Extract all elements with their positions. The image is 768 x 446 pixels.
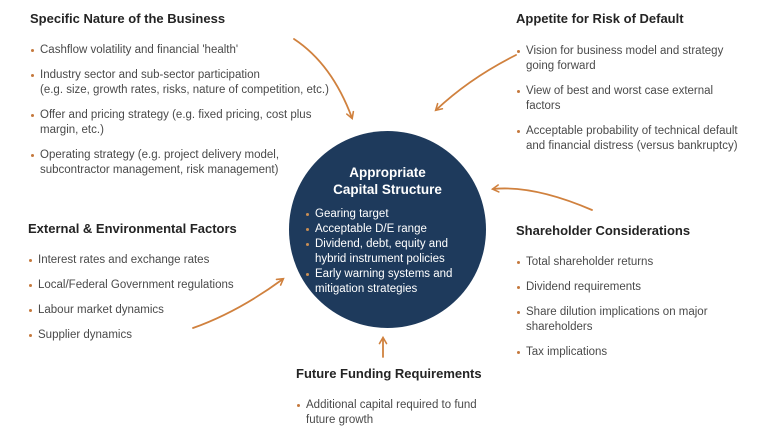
section-external-environmental: External & Environmental Factors Interes… xyxy=(28,221,328,353)
bullet-text: Early warning systems and mitigation str… xyxy=(315,268,453,295)
section-appetite-risk: Appetite for Risk of Default Vision for … xyxy=(516,11,764,164)
list-item: Dividend requirements xyxy=(516,280,764,295)
section-title: Shareholder Considerations xyxy=(516,223,691,238)
list-item: Interest rates and exchange rates xyxy=(28,253,328,268)
bullet-dot xyxy=(31,154,34,157)
section-title: External & Environmental Factors xyxy=(28,221,237,236)
bullet-dot xyxy=(306,228,309,231)
circle-title: Appropriate Capital Structure xyxy=(333,165,442,197)
bullet-text: Cashflow volatility and financial 'healt… xyxy=(40,44,239,56)
bullet-dot xyxy=(297,404,300,407)
bullet-text: Industry sector and sub-sector participa… xyxy=(40,69,329,96)
bullet-text: Acceptable probability of technical defa… xyxy=(526,125,738,152)
list-item: Tax implications xyxy=(516,345,764,360)
bullet-text: Offer and pricing strategy (e.g. fixed p… xyxy=(40,109,312,136)
bullet-dot xyxy=(31,49,34,52)
bullet-text: Interest rates and exchange rates xyxy=(38,254,210,266)
list-item: Offer and pricing strategy (e.g. fixed p… xyxy=(30,108,380,138)
list-item: Total shareholder returns xyxy=(516,255,764,270)
bullet-list: Interest rates and exchange rates Local/… xyxy=(28,253,328,343)
bullet-text: Labour market dynamics xyxy=(38,304,164,316)
section-specific-nature: Specific Nature of the Business Cashflow… xyxy=(30,11,380,188)
bullet-dot xyxy=(517,286,520,289)
bullet-text: Operating strategy (e.g. project deliver… xyxy=(40,149,280,176)
list-item: Additional capital required to fund futu… xyxy=(296,398,551,428)
section-title: Appetite for Risk of Default xyxy=(516,11,684,26)
bullet-text: Dividend, debt, equity and hybrid instru… xyxy=(315,238,448,265)
list-item: Gearing target xyxy=(305,207,475,222)
bullet-text: Dividend requirements xyxy=(526,281,642,293)
arrow-shareholder-to-circle xyxy=(490,184,593,211)
bullet-text: Additional capital required to fund futu… xyxy=(306,399,477,426)
bullet-dot xyxy=(29,259,32,262)
bullet-text: Acceptable D/E range xyxy=(315,223,427,235)
bullet-dot xyxy=(29,334,32,337)
list-item: Labour market dynamics xyxy=(28,303,328,318)
bullet-list: Total shareholder returns Dividend requi… xyxy=(516,255,764,360)
bullet-text: Share dilution implications on major sha… xyxy=(526,306,708,333)
list-item: View of best and worst case external fac… xyxy=(516,84,764,114)
bullet-dot xyxy=(31,114,34,117)
arrow-appetite-risk-to-circle xyxy=(434,54,517,112)
section-title: Future Funding Requirements xyxy=(296,366,482,381)
list-item: Early warning systems and mitigation str… xyxy=(305,267,475,297)
bullet-text: Supplier dynamics xyxy=(38,329,132,341)
bullet-dot xyxy=(306,243,309,246)
bullet-dot xyxy=(517,50,520,53)
bullet-dot xyxy=(517,261,520,264)
bullet-dot xyxy=(31,74,34,77)
list-item: Cashflow volatility and financial 'healt… xyxy=(30,43,380,58)
section-title: Specific Nature of the Business xyxy=(30,11,226,26)
bullet-list: Vision for business model and strategy g… xyxy=(516,44,764,154)
bullet-dot xyxy=(29,284,32,287)
bullet-dot xyxy=(306,213,309,216)
bullet-list: Cashflow volatility and financial 'healt… xyxy=(30,43,380,178)
section-future-funding: Future Funding Requirements Additional c… xyxy=(296,366,551,438)
bullet-dot xyxy=(517,90,520,93)
circle-bullet-list: Gearing target Acceptable D/E range Divi… xyxy=(305,207,475,297)
bullet-dot xyxy=(517,351,520,354)
bullet-text: Total shareholder returns xyxy=(526,256,654,268)
bullet-text: Gearing target xyxy=(315,208,389,220)
list-item: Local/Federal Government regulations xyxy=(28,278,328,293)
central-circle: Appropriate Capital Structure Gearing ta… xyxy=(289,131,486,328)
list-item: Supplier dynamics xyxy=(28,328,328,343)
bullet-text: View of best and worst case external fac… xyxy=(526,85,714,112)
bullet-text: Local/Federal Government regulations xyxy=(38,279,234,291)
list-item: Acceptable probability of technical defa… xyxy=(516,124,764,154)
list-item: Operating strategy (e.g. project deliver… xyxy=(30,148,380,178)
bullet-dot xyxy=(306,273,309,276)
list-item: Industry sector and sub-sector participa… xyxy=(30,68,380,98)
list-item: Share dilution implications on major sha… xyxy=(516,305,764,335)
bullet-text: Tax implications xyxy=(526,346,608,358)
section-shareholder: Shareholder Considerations Total shareho… xyxy=(516,223,764,370)
list-item: Acceptable D/E range xyxy=(305,222,475,237)
bullet-list: Additional capital required to fund futu… xyxy=(296,398,551,428)
bullet-dot xyxy=(29,309,32,312)
list-item: Vision for business model and strategy g… xyxy=(516,44,764,74)
bullet-dot xyxy=(517,130,520,133)
bullet-text: Vision for business model and strategy g… xyxy=(526,45,724,72)
bullet-dot xyxy=(517,311,520,314)
list-item: Dividend, debt, equity and hybrid instru… xyxy=(305,237,475,267)
